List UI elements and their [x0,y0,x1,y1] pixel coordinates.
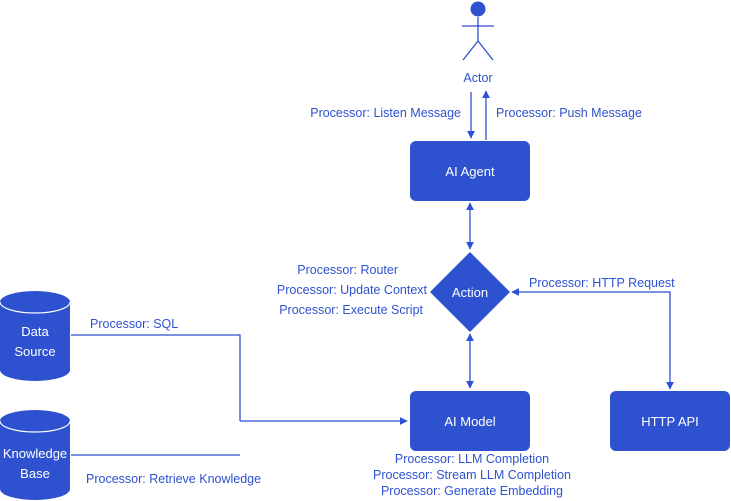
edge-label-router: Processor: Router [297,263,398,277]
data-source-label-line1: Data [21,324,49,339]
actor-icon [462,1,494,61]
actor-label: Actor [463,71,492,85]
edge-http-request [511,288,674,390]
edge-label-generate-embedding: Processor: Generate Embedding [381,484,563,498]
action-node [430,252,510,332]
data-source-cylinder-icon [0,291,71,381]
ai-model-node [410,391,530,451]
edge-label-llm-completion: Processor: LLM Completion [395,452,549,466]
edge-label-sql: Processor: SQL [90,317,178,331]
edge-label-retrieve-knowledge: Processor: Retrieve Knowledge [86,472,261,486]
http-api-node [610,391,730,451]
ai-agent-label: AI Agent [445,164,495,179]
edge-sql [71,334,241,421]
knowledge-base-cylinder-icon [0,410,71,500]
edge-label-stream-llm-completion: Processor: Stream LLM Completion [373,468,571,482]
edge-label-listen-message: Processor: Listen Message [310,106,461,120]
action-label: Action [452,285,488,300]
data-source-label-line2: Source [14,344,55,359]
knowledge-base-label-line2: Base [20,466,50,481]
edge-label-execute-script: Processor: Execute Script [279,303,423,317]
http-api-label: HTTP API [641,414,699,429]
ai-agent-node [410,141,530,201]
knowledge-base-label-line1: Knowledge [3,446,67,461]
edge-label-push-message: Processor: Push Message [496,106,642,120]
edge-label-update-context: Processor: Update Context [277,283,428,297]
edge-label-http-request: Processor: HTTP Request [529,276,675,290]
ai-model-label: AI Model [444,414,495,429]
